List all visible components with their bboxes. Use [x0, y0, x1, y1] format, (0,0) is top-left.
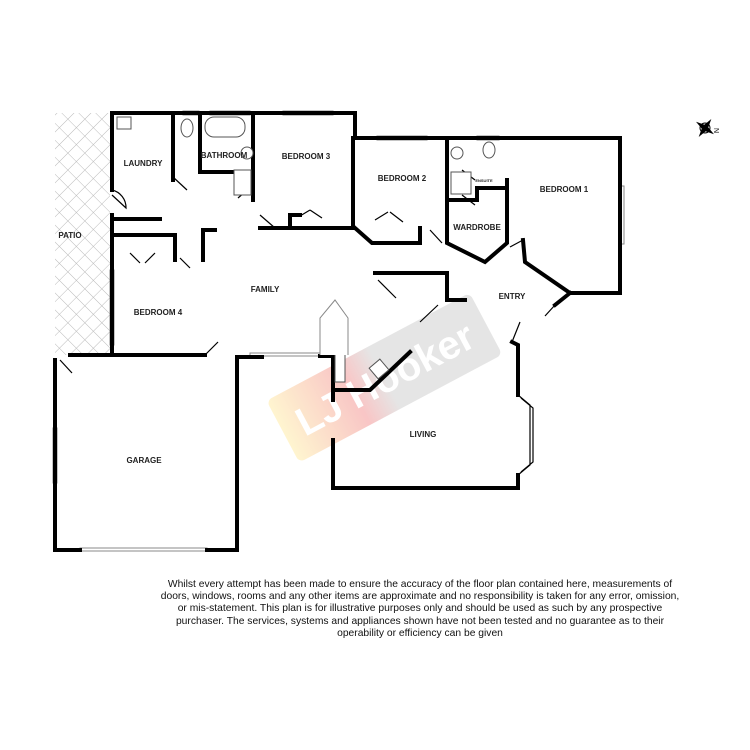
bathtub [204, 116, 246, 138]
room-label-family: FAMILY [251, 285, 280, 294]
room-label-bedroom3: BEDROOM 3 [282, 152, 331, 161]
disclaimer-text: Whilst every attempt has been made to en… [160, 579, 680, 639]
basin [240, 146, 254, 160]
cooktop [368, 358, 390, 380]
room-label-bathroom: BATHROOM [201, 151, 248, 160]
fixtures [116, 116, 496, 383]
room-label-wardrobe: WARDROBE [453, 223, 501, 232]
patio-area [55, 113, 110, 355]
compass-icon: N [695, 118, 719, 138]
bay-window [517, 394, 534, 476]
ensuite-toilet [482, 141, 496, 159]
room-label-bedroom2: BEDROOM 2 [378, 174, 427, 183]
pantry [319, 299, 349, 355]
room-label-ensuite: ENSUITE [475, 178, 493, 183]
walls [53, 111, 622, 552]
toilet [180, 118, 194, 138]
shower [233, 169, 252, 196]
room-label-garage: GARAGE [126, 456, 162, 465]
svg-text:N: N [712, 128, 719, 133]
laundry-tub [116, 116, 132, 130]
room-label-patio: PATIO [58, 231, 81, 240]
room-label-entry: ENTRY [499, 292, 526, 301]
ensuite-shower [450, 171, 472, 195]
room-label-bedroom4: BEDROOM 4 [134, 308, 183, 317]
room-label-laundry: LAUNDRY [124, 159, 163, 168]
room-label-bedroom1: BEDROOM 1 [540, 185, 589, 194]
room-label-living: LIVING [410, 430, 437, 439]
ensuite-basin [450, 146, 464, 160]
